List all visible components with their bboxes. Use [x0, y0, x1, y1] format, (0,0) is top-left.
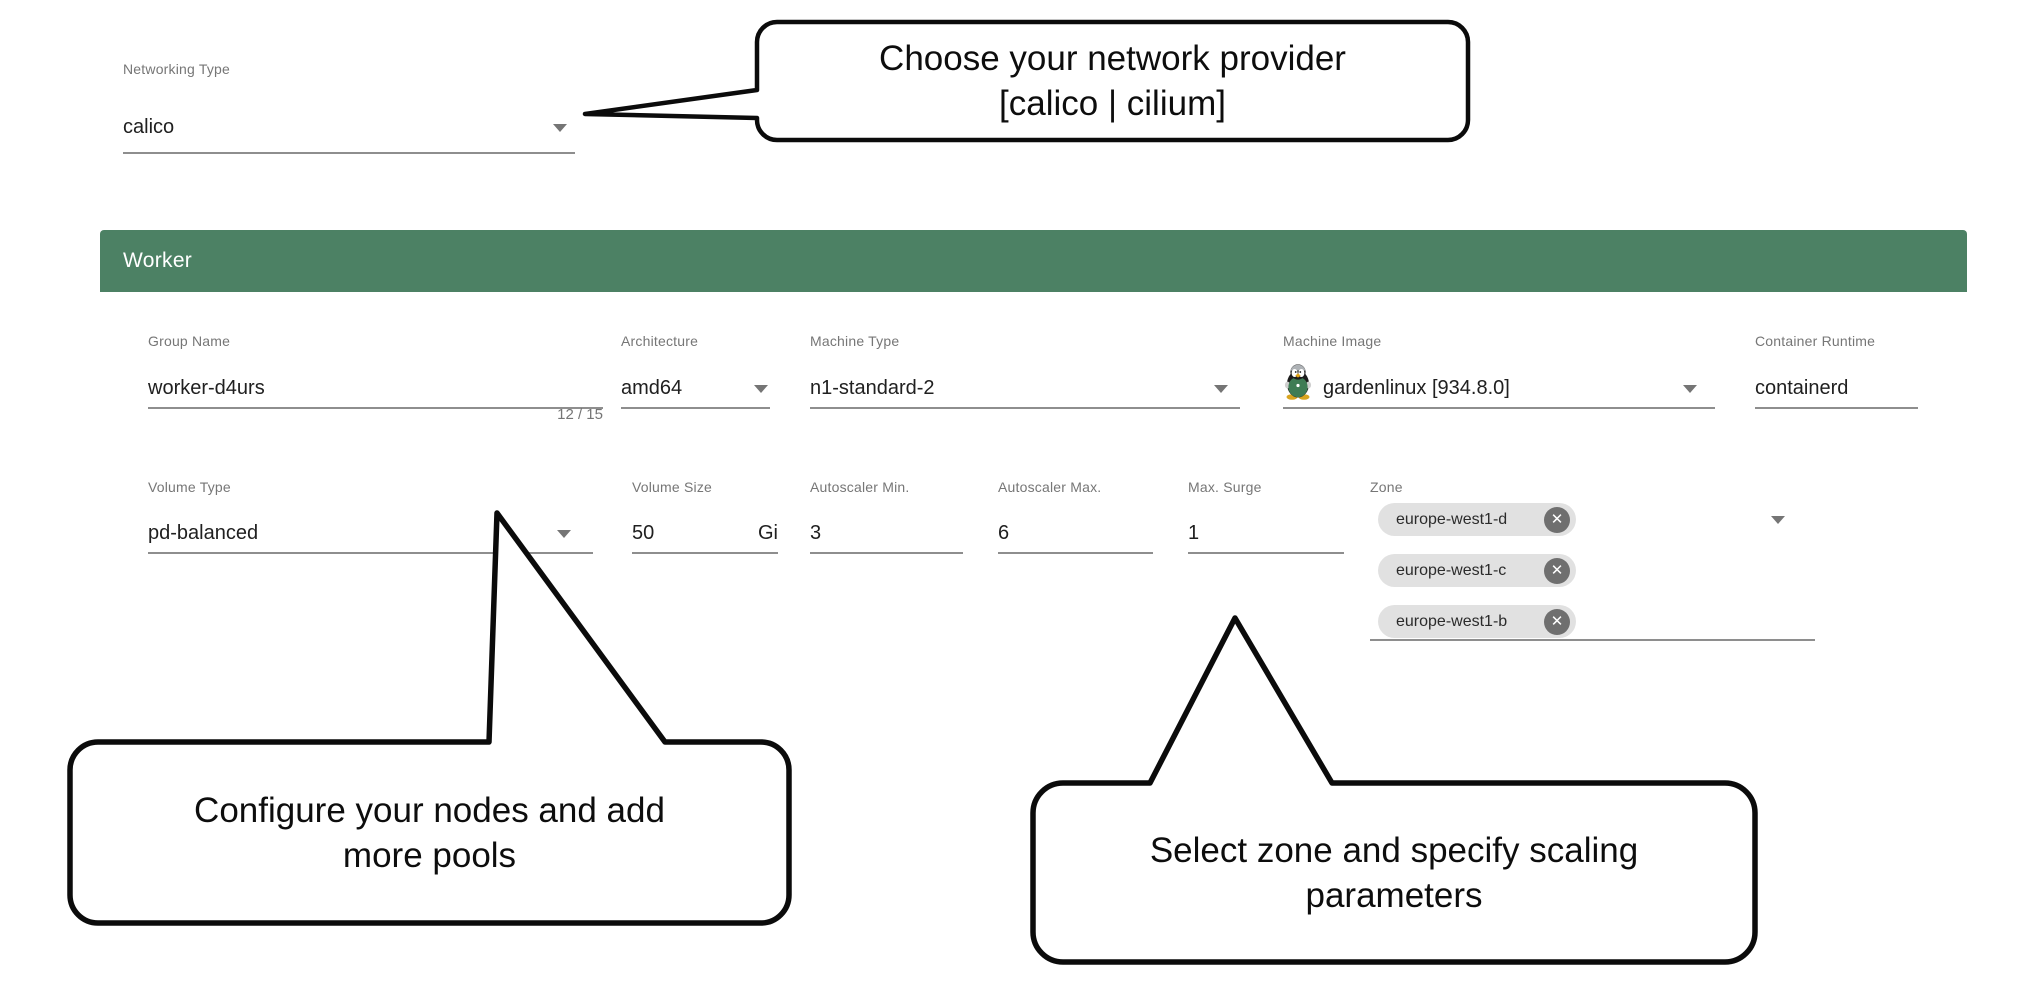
callout-line: Select zone and specify scaling	[1149, 830, 1639, 870]
field-container-runtime: Container Runtime containerd	[1755, 332, 1918, 409]
machine-type-value: n1-standard-2	[810, 377, 935, 399]
networking-type-label: Networking Type	[123, 61, 231, 77]
architecture-label: Architecture	[621, 333, 699, 349]
group-name-label: Group Name	[148, 333, 231, 349]
autoscaler-min-input[interactable]: 3	[810, 496, 963, 554]
volume-size-value: 50	[632, 522, 655, 544]
machine-image-label: Machine Image	[1283, 333, 1382, 349]
close-circle-icon[interactable]: ✕	[1544, 506, 1570, 533]
field-volume-type: Volume Type pd-balanced	[148, 478, 593, 554]
chevron-down-icon[interactable]	[1771, 516, 1785, 524]
container-runtime-label: Container Runtime	[1755, 333, 1876, 349]
volume-size-input[interactable]: 50 Gi	[632, 496, 778, 554]
machine-type-select[interactable]: n1-standard-2	[810, 350, 1240, 409]
field-volume-size: Volume Size 50 Gi	[632, 478, 778, 554]
machine-image-select[interactable]: gardenlinux [934.8.0]	[1283, 350, 1715, 409]
callout-network-text: Choose your network provider [calico | c…	[757, 22, 1468, 140]
networking-type-value: calico	[123, 116, 175, 138]
architecture-value: amd64	[621, 377, 683, 399]
volume-type-value: pd-balanced	[148, 522, 259, 544]
chevron-down-icon[interactable]	[557, 530, 571, 538]
autoscaler-max-value: 6	[998, 522, 1010, 544]
autoscaler-max-label: Autoscaler Max.	[998, 479, 1102, 495]
autoscaler-max-input[interactable]: 6	[998, 496, 1153, 554]
callout-line: Choose your network provider	[879, 39, 1346, 78]
field-machine-image: Machine Image gardenlinux [934.8.0]	[1283, 332, 1715, 409]
zone-label: Zone	[1370, 479, 1403, 495]
field-autoscaler-max: Autoscaler Max. 6	[998, 478, 1153, 554]
volume-size-unit: Gi	[758, 522, 778, 544]
architecture-select[interactable]: amd64	[621, 350, 770, 409]
container-runtime-value: containerd	[1755, 377, 1849, 399]
field-zone: Zone europe-west1-d ✕ europe-west1-c ✕ e…	[1370, 478, 1815, 641]
max-surge-value: 1	[1188, 522, 1200, 544]
volume-size-label: Volume Size	[632, 479, 713, 495]
field-autoscaler-min: Autoscaler Min. 3	[810, 478, 963, 554]
field-max-surge: Max. Surge 1	[1188, 478, 1344, 554]
chevron-down-icon[interactable]	[1214, 385, 1228, 393]
machine-type-label: Machine Type	[810, 333, 900, 349]
callout-nodes-text: Configure your nodes and add more pools	[70, 742, 789, 923]
machine-image-value: gardenlinux [934.8.0]	[1323, 377, 1510, 399]
close-circle-icon[interactable]: ✕	[1544, 557, 1570, 584]
field-architecture: Architecture amd64	[621, 332, 770, 409]
group-name-input[interactable]: worker-d4urs	[148, 350, 603, 409]
field-group-name: Group Name worker-d4urs	[148, 332, 603, 409]
callout-line: parameters	[1305, 875, 1483, 915]
zone-chip[interactable]: europe-west1-c ✕	[1378, 554, 1576, 587]
callout-line: more pools	[342, 835, 517, 875]
callout-line: Configure your nodes and add	[194, 790, 665, 830]
chevron-down-icon[interactable]	[553, 124, 567, 132]
field-networking-type: Networking Type calico	[123, 60, 575, 154]
gardenlinux-penguin-icon	[1284, 364, 1312, 400]
zone-chip[interactable]: europe-west1-d ✕	[1378, 503, 1576, 536]
chevron-down-icon[interactable]	[754, 385, 768, 393]
max-surge-label: Max. Surge	[1188, 479, 1262, 495]
callout-scaling-text: Select zone and specify scaling paramete…	[1033, 783, 1755, 962]
worker-section-header: Worker	[100, 230, 1967, 292]
worker-section-title: Worker	[123, 249, 193, 272]
zone-chip-label: europe-west1-b	[1396, 612, 1508, 630]
zone-chip-label: europe-west1-d	[1396, 510, 1508, 528]
max-surge-input[interactable]: 1	[1188, 496, 1344, 554]
close-circle-icon[interactable]: ✕	[1544, 608, 1570, 635]
volume-type-select[interactable]: pd-balanced	[148, 496, 593, 554]
networking-type-select[interactable]: calico	[123, 78, 575, 154]
callout-line: [calico | cilium]	[999, 84, 1226, 123]
autoscaler-min-label: Autoscaler Min.	[810, 479, 910, 495]
field-machine-type: Machine Type n1-standard-2	[810, 332, 1240, 409]
zone-chip-label: europe-west1-c	[1396, 561, 1507, 579]
group-name-value: worker-d4urs	[148, 377, 265, 399]
volume-type-label: Volume Type	[148, 479, 231, 495]
autoscaler-min-value: 3	[810, 522, 822, 544]
group-name-counter: 12 / 15	[557, 406, 603, 423]
zone-multiselect[interactable]: europe-west1-d ✕ europe-west1-c ✕ europe…	[1370, 496, 1815, 641]
chevron-down-icon[interactable]	[1683, 385, 1697, 393]
container-runtime-input[interactable]: containerd	[1755, 350, 1918, 409]
zone-chip[interactable]: europe-west1-b ✕	[1378, 605, 1576, 638]
